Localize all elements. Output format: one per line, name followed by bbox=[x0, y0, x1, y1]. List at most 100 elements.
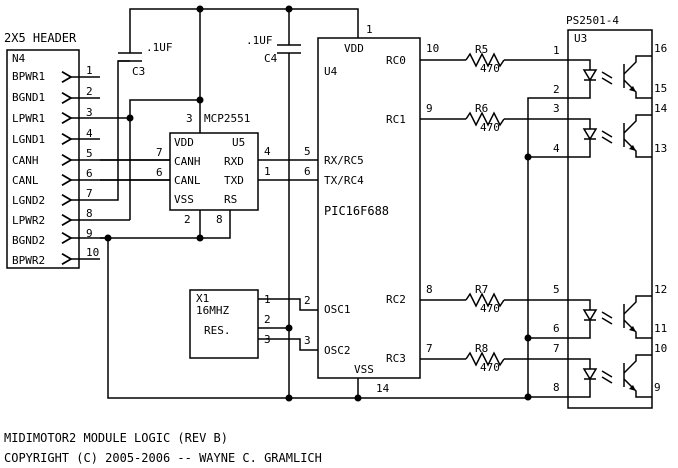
junction-dot bbox=[524, 334, 532, 342]
r5-body bbox=[465, 52, 505, 68]
header-title: 2X5 HEADER bbox=[4, 31, 77, 45]
pic-pin-rc3: 7 bbox=[426, 342, 433, 355]
opto-pin-number: 12 bbox=[654, 283, 667, 296]
pic-osc1-label: OSC1 bbox=[324, 303, 351, 316]
pic-rc0-label: RC0 bbox=[386, 54, 406, 67]
pic-vss-label: VSS bbox=[354, 363, 374, 376]
opto-channel-3 bbox=[568, 295, 652, 339]
pic-pin-vss: 14 bbox=[376, 382, 390, 395]
mcp-rs-label: RS bbox=[224, 193, 237, 206]
pic-rx-label: RX/RC5 bbox=[324, 154, 364, 167]
r5-ref: R5 bbox=[475, 43, 488, 56]
header-pin-name: BPWR1 bbox=[12, 70, 45, 83]
c3-value: .1UF bbox=[146, 41, 173, 54]
opto-body bbox=[567, 29, 653, 409]
header-pin-number: 10 bbox=[86, 246, 99, 259]
mcp-body bbox=[169, 132, 259, 211]
pic-pin-vdd: 1 bbox=[366, 23, 373, 36]
r7-ref: R7 bbox=[475, 283, 488, 296]
junction-dot bbox=[126, 114, 134, 122]
mcp2551-u5: MCP2551 3 VDD U5 CANH RXD CANL TXD VSS R… bbox=[156, 112, 271, 226]
header-pin-names: BPWR1 BGND1 LPWR1 LGND1 CANH CANL LGND2 … bbox=[12, 70, 45, 267]
r6-ref: R6 bbox=[475, 102, 488, 115]
mcp-pin-canl: 6 bbox=[156, 166, 163, 179]
header-pin-name: LGND1 bbox=[12, 133, 45, 146]
header-pin-number: 3 bbox=[86, 106, 93, 119]
r6-value: 470 bbox=[480, 121, 500, 134]
pic-osc2-label: OSC2 bbox=[324, 344, 351, 357]
junction-dot bbox=[104, 234, 112, 242]
header-body bbox=[6, 49, 80, 269]
opto-pin-number: 1 bbox=[553, 44, 560, 57]
ps2501-u3: PS2501-4 U3 1 2 3 4 5 6 7 8 16 15 14 13 … bbox=[553, 14, 668, 409]
mcp-vdd-label: VDD bbox=[174, 136, 194, 149]
opto-pin-number: 6 bbox=[553, 322, 560, 335]
pic-pin-rc0: 10 bbox=[426, 42, 439, 55]
header-pin-number: 2 bbox=[86, 85, 93, 98]
c4-ref: C4 bbox=[264, 52, 278, 65]
wires bbox=[100, 8, 568, 399]
opto-pin-number: 4 bbox=[553, 142, 560, 155]
header-pin-name: CANH bbox=[12, 154, 39, 167]
mcp-pin-rs: 8 bbox=[216, 213, 223, 226]
opto-pin-number: 8 bbox=[553, 381, 560, 394]
r5-value: 470 bbox=[480, 62, 500, 75]
mcp-ref: U5 bbox=[232, 136, 245, 149]
opto-pin-number: 3 bbox=[553, 102, 560, 115]
pic-name: PIC16F688 bbox=[324, 204, 389, 218]
opto-pin-number: 10 bbox=[654, 342, 667, 355]
junction-dot bbox=[285, 5, 293, 13]
opto-pin-number: 9 bbox=[654, 381, 661, 394]
mcp-rs-lead bbox=[200, 210, 231, 239]
opto-pin-number: 5 bbox=[553, 283, 560, 296]
opto-pin-number: 2 bbox=[553, 83, 560, 96]
x1-type: RES. bbox=[204, 324, 231, 337]
mcp-pin-canh: 7 bbox=[156, 146, 163, 159]
header-pin-name: LPWR1 bbox=[12, 112, 45, 125]
mcp-rxd-label: RXD bbox=[224, 155, 244, 168]
pic-rc3-label: RC3 bbox=[386, 352, 406, 365]
c4-value: .1UF bbox=[246, 34, 273, 47]
header-pin-name: CANL bbox=[12, 174, 39, 187]
junction-dot bbox=[285, 394, 293, 402]
header-pin-numbers: 1 2 3 4 5 6 7 8 9 10 bbox=[86, 64, 99, 259]
mcp-pin-rxd: 4 bbox=[264, 145, 271, 158]
resonator-x1: X1 16MHZ RES. 1 2 3 bbox=[189, 289, 271, 359]
header-pin-name: BGND2 bbox=[12, 234, 45, 247]
opto-pin-number: 11 bbox=[654, 322, 667, 335]
header-pin-name: BGND1 bbox=[12, 91, 45, 104]
opto-pin-number: 14 bbox=[654, 102, 668, 115]
header-pin-name: LGND2 bbox=[12, 194, 45, 207]
r7-value: 470 bbox=[480, 302, 500, 315]
header-pin-number: 9 bbox=[86, 227, 93, 240]
osc2-wire bbox=[258, 338, 318, 351]
resistor-r8: R8 470 bbox=[465, 342, 505, 374]
pic-ref: U4 bbox=[324, 65, 338, 78]
header-pin-number: 7 bbox=[86, 187, 93, 200]
header-ref: N4 bbox=[12, 52, 26, 65]
opto-right-pin-numbers: 16 15 14 13 12 11 10 9 bbox=[654, 42, 668, 394]
pic-pin-osc2: 3 bbox=[304, 334, 311, 347]
footer-copyright: COPYRIGHT (C) 2005-2006 -- WAYNE C. GRAM… bbox=[4, 451, 322, 465]
pic-pin-rc2: 8 bbox=[426, 283, 433, 296]
pic-pin-osc1: 2 bbox=[304, 294, 311, 307]
c3-ground-lead bbox=[100, 60, 130, 201]
mcp-vss-label: VSS bbox=[174, 193, 194, 206]
r8-body bbox=[465, 351, 505, 367]
opto-pin-number: 15 bbox=[654, 82, 667, 95]
cathode-bus bbox=[527, 97, 568, 398]
junction-dot bbox=[196, 96, 204, 104]
junction-dot bbox=[196, 5, 204, 13]
junctions bbox=[104, 5, 532, 402]
ground-rail bbox=[100, 237, 528, 399]
junction-dot bbox=[196, 234, 204, 242]
r7-body bbox=[465, 292, 505, 308]
opto-name: PS2501-4 bbox=[566, 14, 619, 27]
opto-pin-number: 7 bbox=[553, 342, 560, 355]
pic16f688-u4: 1 VDD U4 RC0 RC1 RX/RC5 TX/RC4 PIC16F688… bbox=[304, 23, 439, 395]
r8-value: 470 bbox=[480, 361, 500, 374]
mcp-canl-label: CANL bbox=[174, 174, 201, 187]
header-pin-number: 4 bbox=[86, 127, 93, 140]
junction-dot bbox=[285, 324, 293, 332]
